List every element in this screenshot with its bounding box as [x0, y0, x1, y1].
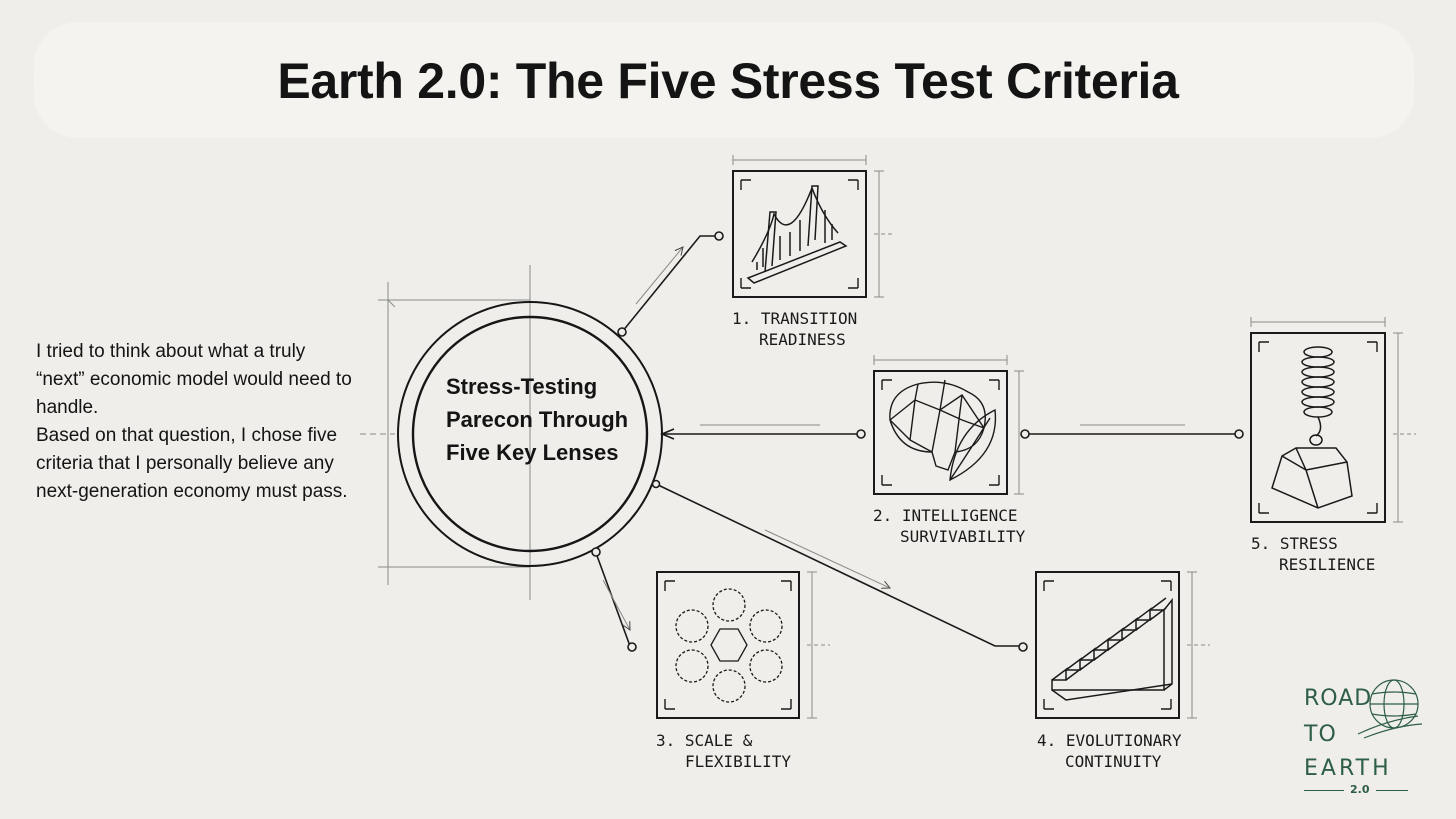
- spring-weight-icon: [1271, 346, 1353, 509]
- criterion-label-4: 4. EVOLUTIONARY CONTINUITY: [1037, 730, 1182, 772]
- connector-1: [621, 235, 718, 333]
- criterion-label-3: 3. SCALE & FLEXIBILITY: [656, 730, 791, 772]
- criterion-line1-5: STRESS: [1279, 534, 1338, 553]
- criterion-box-3: [656, 571, 830, 719]
- logo-word-to: To: [1304, 722, 1337, 747]
- criterion-line1-1: TRANSITION: [760, 309, 858, 328]
- criterion-number-1: 1.: [732, 309, 752, 328]
- criterion-box-1: [732, 155, 895, 298]
- logo-word-road: Road: [1304, 686, 1373, 711]
- intro-line-2: Based on that question, I chose five cri…: [36, 425, 348, 502]
- connector-4: [655, 483, 1020, 647]
- arrow-head-hub: [659, 428, 675, 440]
- globe-road-icon: [1357, 679, 1423, 739]
- brain-leaf-icon: [889, 379, 997, 482]
- criterion-line1-2: INTELLIGENCE: [901, 506, 1018, 525]
- criterion-line1-4: EVOLUTIONARY: [1065, 731, 1182, 750]
- criterion-number-5: 5.: [1251, 534, 1271, 553]
- guide-arrows: [602, 247, 1185, 630]
- criterion-number-2: 2.: [873, 506, 893, 525]
- page-title: Earth 2.0: The Five Stress Test Criteria: [277, 53, 1179, 109]
- fractal-hexagon-icon: [675, 588, 783, 703]
- criterion-label-2: 2. INTELLIGENCE SURVIVABILITY: [873, 505, 1025, 547]
- criterion-label-5: 5. STRESS RESILIENCE: [1251, 533, 1375, 575]
- logo-version: 2.0: [1344, 783, 1376, 796]
- criterion-line2-2: SURVIVABILITY: [900, 527, 1026, 546]
- criterion-line1-3: SCALE &: [684, 731, 753, 750]
- criterion-line2-1: READINESS: [759, 330, 846, 349]
- criterion-box-2: [873, 355, 1024, 495]
- staircase-icon: [1051, 597, 1173, 701]
- logo-word-earth: Earth: [1304, 756, 1392, 781]
- hub-label: Stress-Testing Parecon Through Five Key …: [446, 374, 629, 465]
- intro-line-1: I tried to think about what a truly “nex…: [36, 341, 352, 418]
- intro-text: I tried to think about what a truly “nex…: [36, 338, 356, 506]
- criterion-box-5: [1250, 317, 1416, 523]
- suspension-bridge-icon: [746, 185, 848, 284]
- criterion-line2-5: RESILIENCE: [1279, 555, 1376, 574]
- criterion-line2-4: CONTINUITY: [1065, 752, 1162, 771]
- criterion-label-1: 1. TRANSITION READINESS: [732, 308, 857, 350]
- criterion-number-3: 3.: [656, 731, 676, 750]
- title-panel: [34, 22, 1414, 138]
- road-to-earth-logo: Road To Earth 2.0: [1298, 676, 1428, 801]
- criterion-line2-3: FLEXIBILITY: [685, 752, 791, 771]
- connectors: [595, 235, 1238, 647]
- connector-nodes: [591, 231, 1244, 652]
- criterion-box-4: [1035, 571, 1210, 719]
- hub-guides: [360, 265, 531, 600]
- criterion-number-4: 4.: [1037, 731, 1057, 750]
